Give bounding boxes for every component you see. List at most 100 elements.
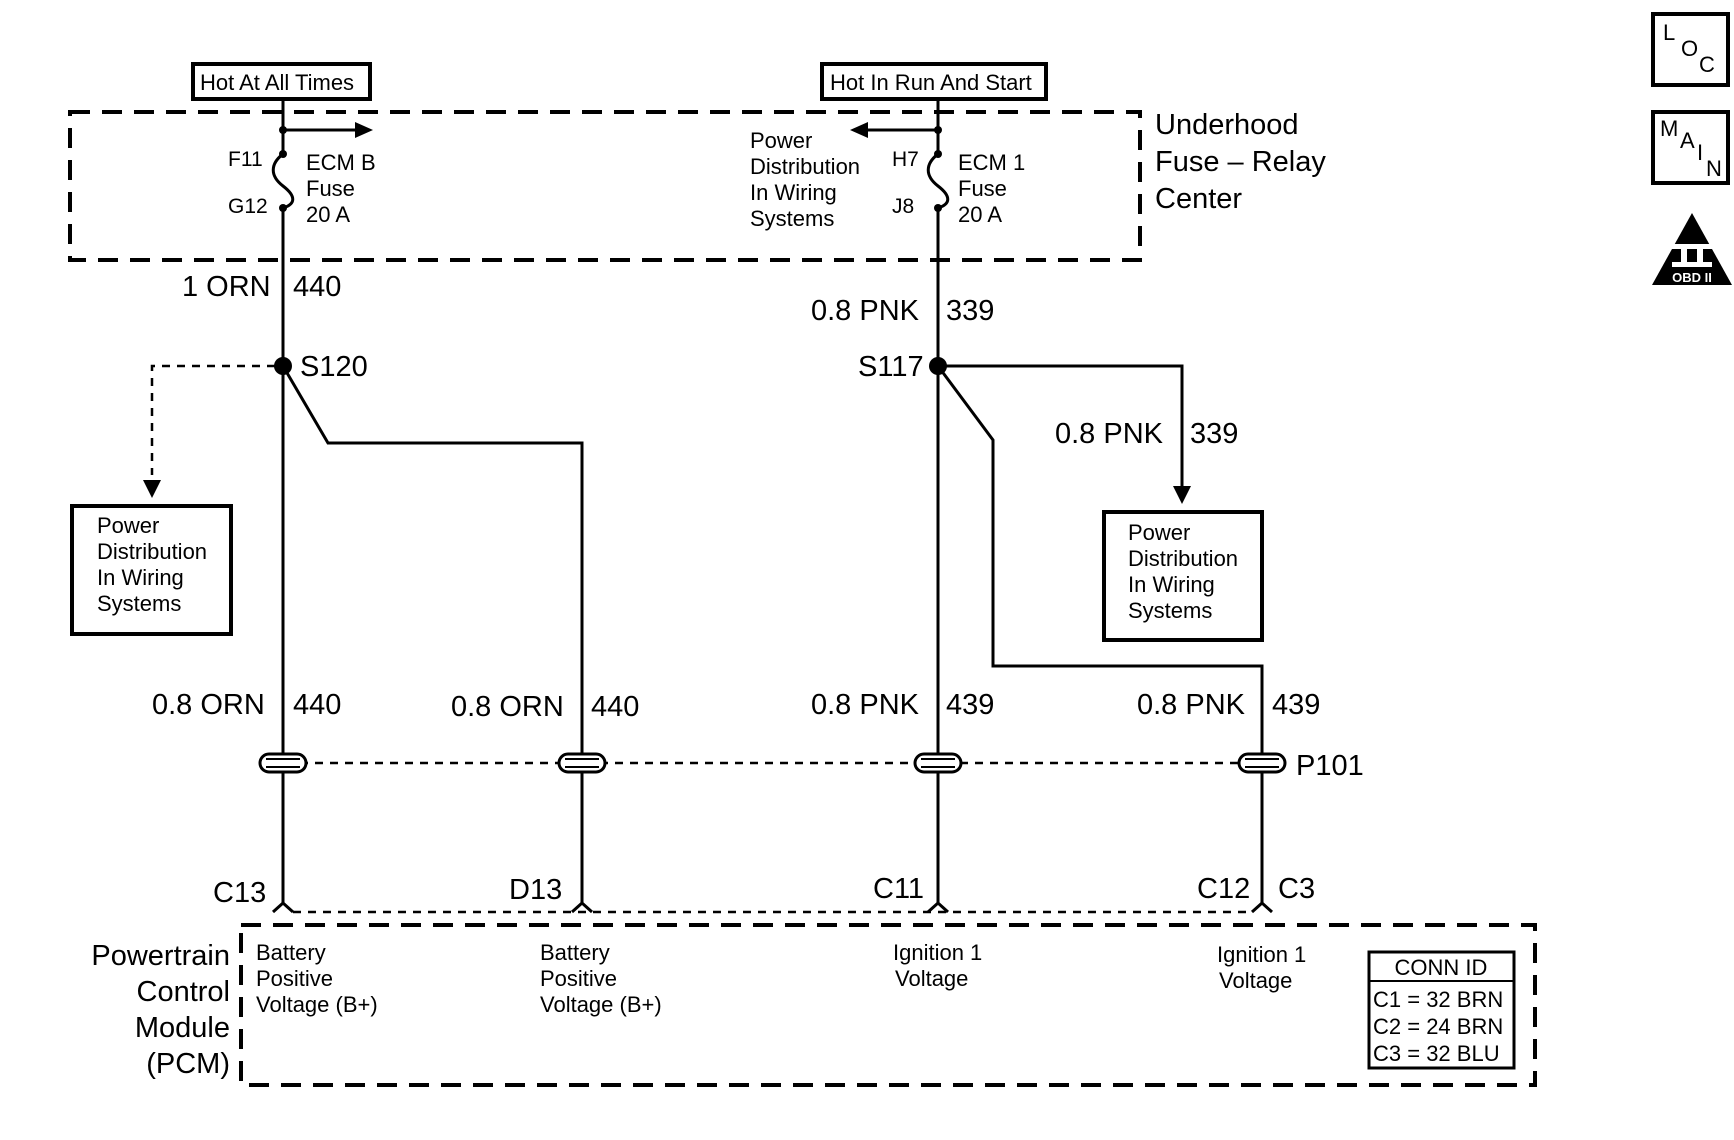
- svg-text:L: L: [1663, 20, 1675, 45]
- svg-text:C12: C12: [1197, 873, 1250, 905]
- svg-text:Fuse: Fuse: [958, 176, 1007, 201]
- svg-text:Hot At All Times: Hot At All Times: [200, 70, 354, 95]
- loc-button[interactable]: L O C: [1651, 12, 1730, 87]
- svg-text:Systems: Systems: [750, 206, 834, 231]
- splice-s120: S120: [274, 351, 368, 383]
- svg-text:Voltage (B+): Voltage (B+): [540, 992, 662, 1017]
- svg-text:C3: C3: [1278, 873, 1315, 905]
- conn-id-table: CONN ID C1 = 32 BRN C2 = 24 BRN C3 = 32 …: [1367, 950, 1516, 1070]
- svg-text:439: 439: [1272, 689, 1320, 721]
- wire-label-0-8-pnk-339: 0.8 PNK 339: [811, 295, 994, 327]
- svg-text:Distribution: Distribution: [750, 154, 860, 179]
- svg-text:C3 = 32 BLU: C3 = 32 BLU: [1373, 1041, 1500, 1066]
- svg-text:N: N: [1706, 156, 1722, 181]
- pcm-label-battery-positive-a: Battery Positive Voltage (B+): [256, 940, 378, 1017]
- power-distribution-label-top: Power Distribution In Wiring Systems: [750, 128, 860, 231]
- svg-text:Underhood: Underhood: [1155, 109, 1299, 141]
- arrow-right-icon: [355, 122, 373, 138]
- wire-label-b: 0.8 ORN 440: [451, 691, 639, 723]
- svg-text:Power: Power: [97, 513, 159, 538]
- svg-text:Ignition 1: Ignition 1: [893, 940, 982, 965]
- svg-text:Power: Power: [1128, 520, 1190, 545]
- pcm-title: Powertrain Control Module (PCM): [91, 940, 230, 1080]
- arrow-left-icon: [850, 122, 868, 138]
- svg-text:339: 339: [1190, 418, 1238, 450]
- arrow-down-icon: [1173, 486, 1191, 504]
- svg-text:Fuse: Fuse: [306, 176, 355, 201]
- connector-p101-terminal: [258, 752, 308, 774]
- svg-text:M: M: [1660, 116, 1678, 141]
- fuse-relay-center-label: Underhood Fuse – Relay Center: [1155, 109, 1326, 215]
- svg-text:A: A: [1680, 128, 1695, 153]
- svg-text:ECM 1: ECM 1: [958, 150, 1025, 175]
- splice-s117: S117: [858, 351, 947, 383]
- feed-hot-at-all-times: Hot At All Times: [191, 62, 372, 101]
- svg-text:Ignition 1: Ignition 1: [1217, 942, 1306, 967]
- svg-text:1 ORN: 1 ORN: [182, 271, 271, 303]
- svg-text:Voltage: Voltage: [1219, 968, 1292, 993]
- svg-text:CONN ID: CONN ID: [1395, 955, 1488, 980]
- svg-text:440: 440: [293, 689, 341, 721]
- pcm-pin-labels: C13 D13 C11 C12 C3: [213, 873, 1315, 909]
- svg-text:339: 339: [946, 295, 994, 327]
- svg-text:439: 439: [946, 689, 994, 721]
- wire-label-0-8-pnk-339-branch: 0.8 PNK 339: [1055, 418, 1238, 450]
- wire-label-a: 0.8 ORN 440: [152, 689, 341, 721]
- svg-text:Battery: Battery: [540, 940, 610, 965]
- svg-text:F11: F11: [228, 148, 263, 171]
- svg-text:C13: C13: [213, 877, 266, 909]
- svg-text:Systems: Systems: [1128, 598, 1212, 623]
- arrow-down-icon: [143, 480, 161, 498]
- svg-text:C: C: [1699, 52, 1715, 77]
- svg-text:In Wiring: In Wiring: [750, 180, 837, 205]
- svg-text:20 A: 20 A: [958, 202, 1002, 227]
- svg-text:C2 = 24 BRN: C2 = 24 BRN: [1373, 1014, 1503, 1039]
- svg-text:Power: Power: [750, 128, 812, 153]
- svg-text:Module: Module: [135, 1012, 230, 1044]
- svg-text:0.8 ORN: 0.8 ORN: [152, 689, 265, 721]
- svg-text:0.8 ORN: 0.8 ORN: [451, 691, 564, 723]
- wire-label-c: 0.8 PNK 439: [811, 689, 994, 721]
- svg-text:Voltage (B+): Voltage (B+): [256, 992, 378, 1017]
- svg-text:0.8 PNK: 0.8 PNK: [1137, 689, 1246, 721]
- feed-hot-in-run-and-start: Hot In Run And Start: [820, 62, 1048, 101]
- svg-text:H7: H7: [892, 148, 919, 171]
- svg-text:ECM B: ECM B: [306, 150, 376, 175]
- pcm-pin-terminals: [271, 900, 1274, 914]
- svg-text:O: O: [1681, 36, 1698, 61]
- pcm-label-ignition-d: Ignition 1 Voltage: [1217, 942, 1306, 993]
- connector-p101-terminal: [1237, 752, 1287, 774]
- svg-text:Powertrain: Powertrain: [91, 940, 230, 972]
- svg-text:C1 = 32 BRN: C1 = 32 BRN: [1373, 987, 1503, 1012]
- svg-text:Positive: Positive: [540, 966, 617, 991]
- svg-text:0.8 PNK: 0.8 PNK: [811, 689, 920, 721]
- svg-text:Hot In Run And Start: Hot In Run And Start: [830, 70, 1032, 95]
- wire-label-1-orn-440: 1 ORN 440: [182, 271, 341, 303]
- pcm-label-ignition-c: Ignition 1 Voltage: [893, 940, 982, 991]
- svg-text:Control: Control: [137, 976, 231, 1008]
- svg-text:Distribution: Distribution: [1128, 546, 1238, 571]
- connector-p101-terminal: [557, 752, 607, 774]
- connector-p101-label: P101: [1296, 750, 1364, 782]
- svg-text:S117: S117: [858, 351, 924, 383]
- svg-text:OBD II: OBD II: [1672, 270, 1712, 285]
- connector-p101-terminal: [913, 752, 963, 774]
- svg-text:J8: J8: [892, 195, 914, 218]
- svg-text:S120: S120: [300, 351, 368, 383]
- svg-text:0.8 PNK: 0.8 PNK: [811, 295, 920, 327]
- svg-text:20 A: 20 A: [306, 202, 350, 227]
- obd-ii-icon[interactable]: OBD II: [1652, 213, 1732, 285]
- svg-text:In Wiring: In Wiring: [97, 565, 184, 590]
- pcm-box: [239, 923, 1537, 1087]
- svg-text:C11: C11: [873, 873, 924, 905]
- pcm-label-battery-positive-b: Battery Positive Voltage (B+): [540, 940, 662, 1017]
- main-button[interactable]: M A I N: [1651, 110, 1730, 185]
- svg-text:In Wiring: In Wiring: [1128, 572, 1215, 597]
- svg-text:Battery: Battery: [256, 940, 326, 965]
- svg-text:I: I: [1697, 140, 1703, 165]
- fuse-ecm-b: F11 G12 ECM B Fuse 20 A: [228, 99, 376, 370]
- wire-label-d: 0.8 PNK 439: [1137, 689, 1320, 721]
- svg-text:(PCM): (PCM): [146, 1048, 230, 1080]
- svg-text:Center: Center: [1155, 183, 1242, 215]
